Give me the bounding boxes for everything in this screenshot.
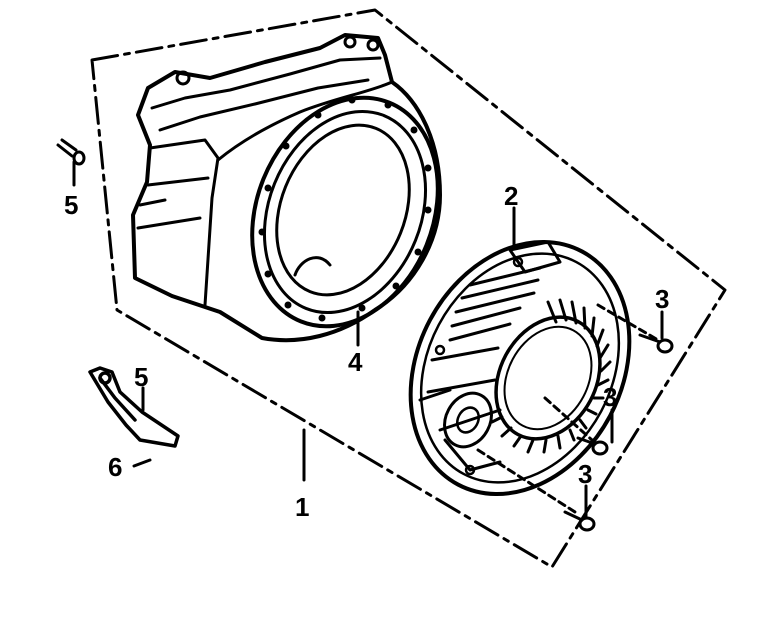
callout-3-middle: 3	[603, 382, 617, 412]
callout-4: 4	[348, 347, 363, 377]
callout-6: 6	[108, 452, 122, 482]
recoil-starter	[408, 239, 632, 497]
flange-bolt-upper	[596, 303, 674, 354]
assembly-boundary	[90, 8, 727, 569]
callout-3-lower: 3	[578, 459, 592, 489]
callout-1: 1	[295, 492, 309, 522]
callout-2: 2	[504, 181, 518, 211]
leader-part-6	[132, 458, 152, 468]
screw-part-5	[56, 138, 86, 166]
callout-5-lower: 5	[134, 362, 148, 392]
flange-bolt-middle	[543, 396, 609, 456]
fan-cover-shroud	[131, 33, 442, 343]
callout-3-upper: 3	[655, 284, 669, 314]
callout-5-upper: 5	[64, 190, 78, 220]
guide-plate-part-5	[88, 366, 180, 448]
